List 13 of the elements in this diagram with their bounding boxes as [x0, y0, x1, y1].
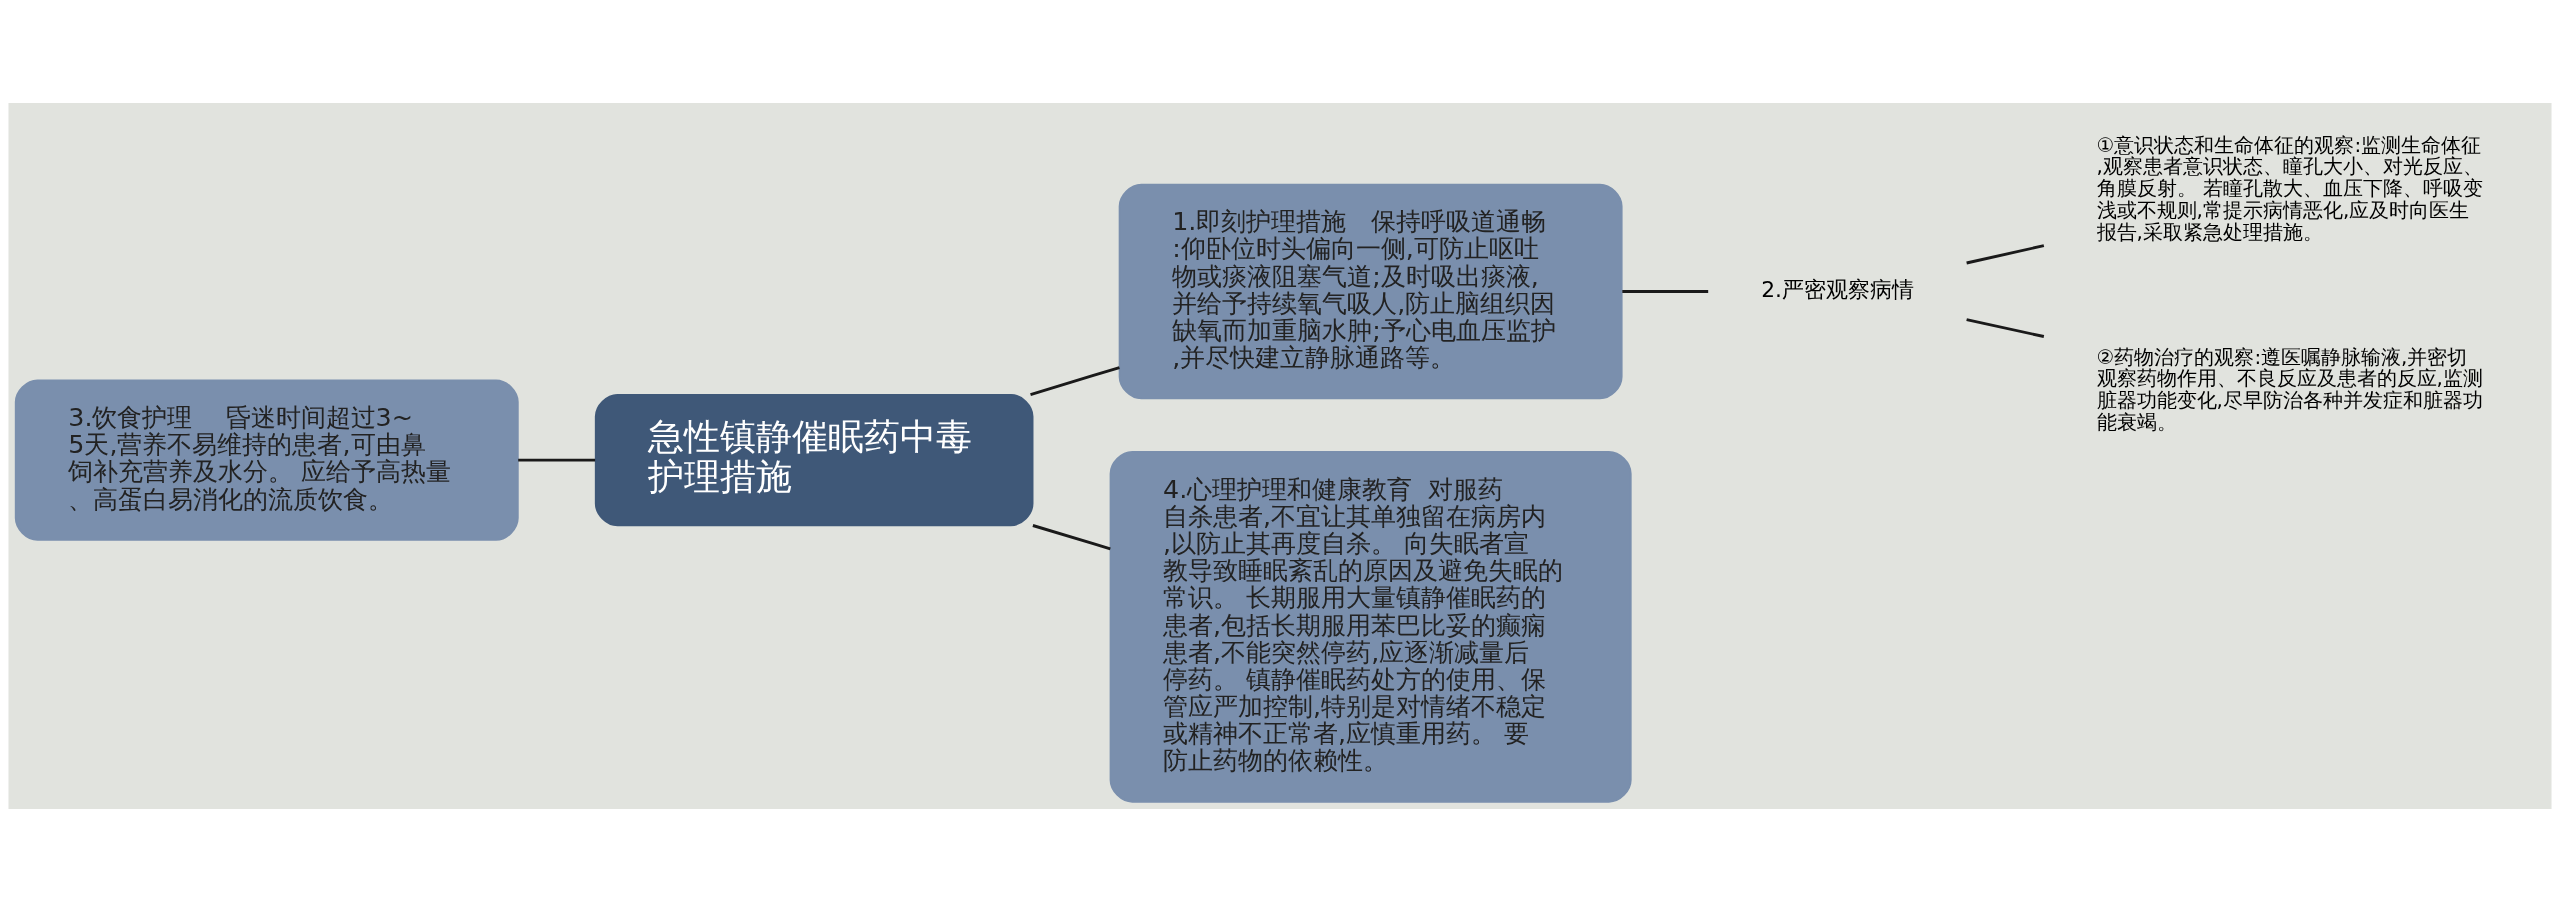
connector: [1032, 523, 1111, 550]
node-text: ②药物治疗的观察:遵医嘱静脉输液,并密切观察药物作用、不良反应及患者的反应,监测脏器功能变化,尽早防治各种并发症和脏器功能衰竭。: [2096, 345, 2483, 434]
connector: [518, 458, 596, 462]
connector: [1622, 289, 1709, 293]
connector: [1030, 365, 1120, 396]
node-text: ①意识状态和生命体征的观察:监测生命体征,观察患者意识状态、瞳孔大小、对光反应、角膜反射。 若瞳孔散大、血压下降、呼吸变浅或不规则,常提示病情恶化,应及时向医生报告,采取紧急处理措施。: [2096, 133, 2483, 244]
node-text: 2.严密观察病情: [1761, 276, 1915, 302]
node-box: 3.饮食护理 昏迷时间超过3~5天,营养不易维持的患者,可由鼻饲补充营养及水分。 应给予高热量、高蛋白易消化的流质饮食。: [14, 378, 519, 541]
connector: [1966, 317, 2045, 338]
connector: [1966, 243, 2045, 264]
node-box: 1.即刻护理措施 保持呼吸道通畅:仰卧位时头偏向一侧,可防止呕吐物或痰液阻塞气道;及时吸出痰液,并给予持续氧气吸人,防止脑组织因缺氧而加重脑水肿;予心电血压监护,并尽快建立静脉通路等。: [1118, 183, 1623, 399]
node-box: 4.心理护理和健康教育 对服药自杀患者,不宜让其单独留在病房内,以防止其再度自杀。 向失眠者宣教导致睡眠紊乱的原因及避免失眠的常识。 长期服用大量镇静催眠药的患者,包括长期服用苯巴比妥的癫痫患者,不能突然停药,应逐渐减量后停药。 镇静催眠药处方的使用、保管应严加控制,特别是对情绪不稳定或精神不正常者,应慎重用药。 要防止药物的依赖性。: [1109, 450, 1632, 803]
node-box: 急性镇静催眠药中毒护理措施: [594, 393, 1034, 526]
